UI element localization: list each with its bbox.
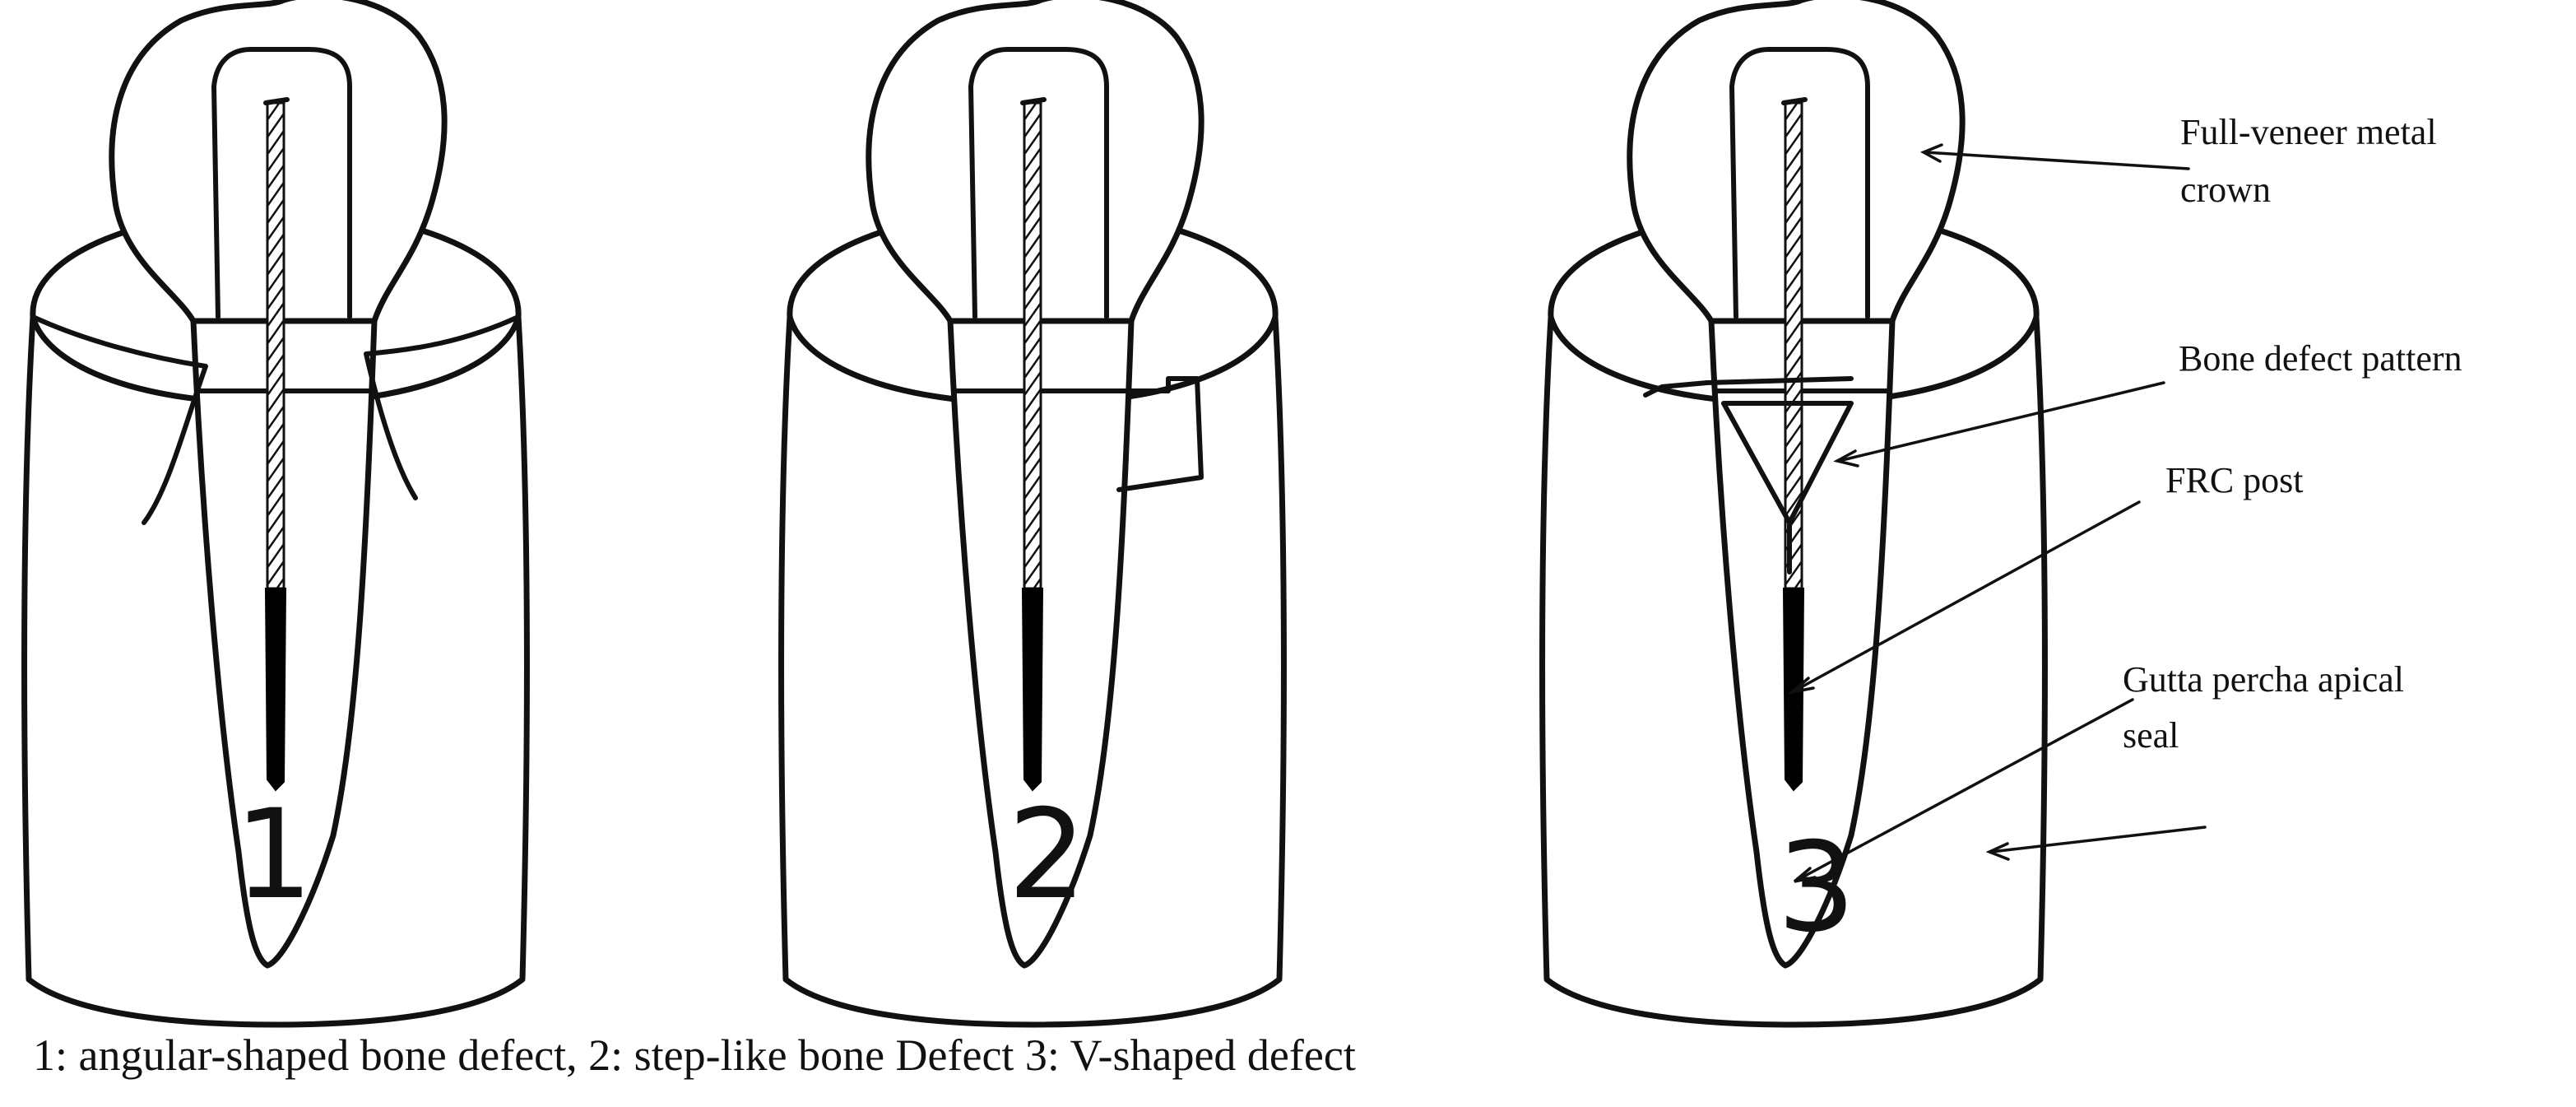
leader-lines xyxy=(1786,143,2207,883)
figure-caption: 1: angular-shaped bone defect, 2: step-l… xyxy=(33,1030,1356,1080)
label-bone-defect: Bone defect pattern xyxy=(2179,338,2462,379)
specimen-number-1: 1 xyxy=(234,784,313,927)
step-defect-outline xyxy=(1116,376,1204,492)
specimen-2: 2 xyxy=(782,0,1284,1025)
specimen-1: 1 xyxy=(25,0,527,1025)
label-gutta-percha-line1: Gutta percha apical xyxy=(2123,659,2404,700)
specimen-number-2: 2 xyxy=(1008,784,1086,927)
label-frc-post: FRC post xyxy=(2165,460,2304,500)
label-crown-line1: Full-veneer metal xyxy=(2180,112,2437,152)
angular-defect-outline xyxy=(30,314,521,525)
label-gutta-percha-line2: seal xyxy=(2123,715,2179,756)
specimen-number-3: 3 xyxy=(1777,816,1855,960)
label-crown-line2: crown xyxy=(2180,170,2271,210)
v-defect-outline xyxy=(1643,376,1854,574)
specimen-3: 3 xyxy=(1543,0,2045,1025)
